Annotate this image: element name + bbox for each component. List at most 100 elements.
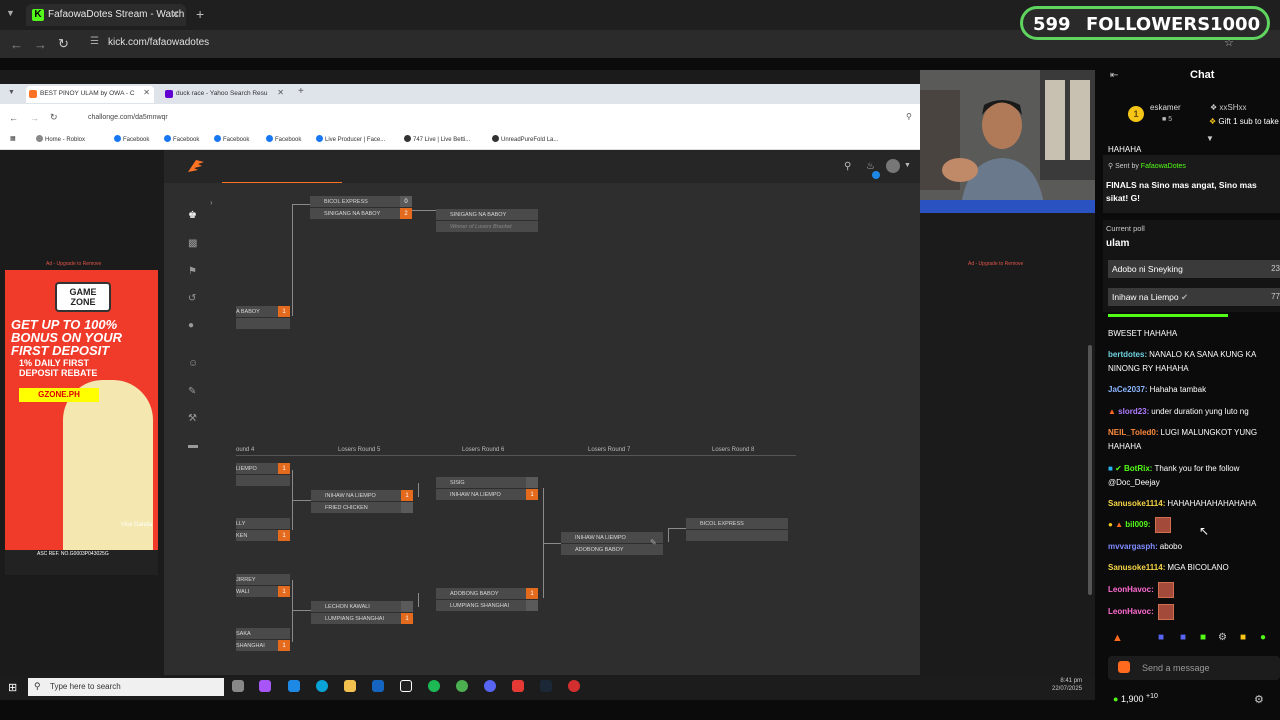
outlook-icon (372, 680, 384, 692)
bookmark-facebook: Facebook (214, 135, 249, 143)
clock-date: 22/07/2025 (1052, 686, 1083, 692)
poll-option[interactable]: Inihaw na Liempo ✔ 77 (1108, 288, 1280, 306)
bracket-slot (236, 475, 290, 487)
emote-icon[interactable]: ■ (1180, 632, 1187, 643)
chat-username: LeonHavoc: (1108, 607, 1154, 617)
inner-tab-challonge: BEST PINOY ULAM by OWA - C ✕ (26, 86, 154, 103)
forward-arrow-icon: → (30, 113, 39, 123)
wrench-icon: ⚒ (188, 413, 197, 424)
kick-favicon-icon: K (32, 9, 44, 21)
site-info-icon[interactable]: ☰ (90, 36, 99, 47)
taskbar-clock: 8:41 pm 22/07/2025 (1052, 677, 1082, 693)
chat-message: NEIL_Toled0:LUGI MALUNGKOT YUNG HAHAHA (1108, 428, 1258, 451)
tab-list-icon[interactable]: ▼ (6, 8, 15, 18)
emote-icon[interactable]: ⚙ (1218, 632, 1227, 643)
chat-message: Sanusoke1114:HAHAHAHAHAHAHAHA (1108, 499, 1257, 508)
inner-url-bar: challonge.com/da5mnwqr (88, 114, 168, 121)
gear-icon[interactable]: ⚙ (1254, 694, 1264, 706)
bracket-slot: BICOL EXPRESS (686, 518, 788, 530)
expand-icon[interactable]: ▼ (1206, 134, 1214, 143)
bracket-slot (686, 530, 788, 542)
bookmark-facebook: Facebook (266, 135, 301, 143)
inner-tab-list-icon: ▼ (8, 89, 15, 96)
emote-icon[interactable]: ■ (1240, 632, 1247, 643)
search-icon: ⚲ (34, 681, 41, 691)
edit-icon: ✎ (188, 386, 197, 397)
pinned-cut-text: HAHAHA (1108, 145, 1142, 154)
webcam-feed (920, 70, 1095, 213)
badge-icon: ▲ (1115, 520, 1123, 530)
quick-emotes-bar[interactable]: ▲ ■ ■ ■ ⚙ ■ ● (1108, 632, 1280, 648)
bracket-slot: LECHON KAWALI (311, 601, 413, 613)
task-view-icon (232, 680, 244, 692)
gifter-name[interactable]: eskamer (1150, 103, 1181, 112)
location-icon: ● (188, 320, 195, 331)
bracket-connector (292, 204, 293, 316)
chat-username: Sanusoke1114: (1108, 563, 1166, 572)
gift-recipient: ❖ xxSHxx (1210, 103, 1247, 112)
chat-message: ▲ slord23:under duration yung luto ng (1108, 407, 1249, 416)
reload-icon[interactable]: ↻ (58, 36, 69, 51)
follower-count: 599 (1033, 14, 1071, 35)
bracket-connector (668, 528, 686, 529)
gifter-badge-icon: ● (1108, 520, 1113, 530)
outer-url-bar[interactable]: kick.com/fafaowadotes (108, 37, 210, 48)
poll-option[interactable]: Adobo ni Sneyking 23 (1108, 260, 1280, 278)
bracket-slot: LLY (236, 518, 290, 530)
emote-icon[interactable]: ● (1260, 632, 1267, 643)
avatar (886, 159, 900, 173)
collapse-chat-icon[interactable]: ⇤ (1110, 70, 1119, 81)
chat-username: Sanusoke1114: (1108, 499, 1166, 508)
ambassador-name: Vice Ganda (120, 522, 152, 528)
bracket-slot: Winner of Losers Bracket (436, 221, 538, 233)
bookmark-roblox: Home - Roblox (36, 135, 85, 143)
bookmark-live-producer: Live Producer | Face... (316, 135, 385, 143)
gift-sub-button[interactable]: ❖ Gift 1 sub to take (1209, 117, 1279, 126)
gifter-count: ■ 5 (1162, 116, 1173, 123)
follower-goal-badge: 599 FOLLOWERS 1000 (1020, 6, 1270, 40)
gamezone-logo: GAME ZONE (55, 282, 111, 312)
bookmark-star-icon[interactable]: ☆ (1224, 37, 1234, 49)
back-arrow-icon[interactable]: ← (10, 37, 23, 52)
history-icon: ↺ (188, 293, 197, 304)
points-icon: ● (1113, 694, 1119, 704)
forward-arrow-icon[interactable]: → (34, 37, 47, 52)
new-tab-icon[interactable]: + (196, 6, 205, 22)
poll-label: Current poll (1106, 224, 1145, 233)
ad-label: Ad - Upgrade to Remove (46, 261, 102, 267)
bracket-slot: LUMPIANG SHANGHAI (436, 600, 538, 612)
channel-points[interactable]: ● 1,900 +10 (1113, 693, 1158, 704)
bot-badge-icon: ■ (1108, 464, 1113, 473)
discord-icon (484, 680, 496, 692)
chat-username: NEIL_Toled0: (1108, 428, 1159, 437)
round-label: Losers Round 6 (462, 447, 505, 453)
emote-icon[interactable]: ▲ (1112, 632, 1123, 644)
follower-goal: 1000 (1210, 14, 1261, 35)
chat-message: Sanusoke1114:MGA BICOLANO (1108, 563, 1229, 572)
emote-icon[interactable]: ■ (1200, 632, 1207, 643)
outer-tab-active[interactable]: K FafaowaDotes Stream - Watch L ✕ (26, 4, 186, 26)
send-message-input[interactable]: Send a message (1108, 656, 1280, 680)
tiktok-icon (400, 680, 412, 692)
ambassador-image (63, 380, 153, 550)
challonge-sidebar: ♚ ▩ ⚑ ↺ ● ☺ ✎ ⚒ ▬ (180, 196, 210, 466)
store-icon (288, 680, 300, 692)
close-tab-icon[interactable]: ✕ (170, 9, 180, 21)
bookmark-facebook: Facebook (114, 135, 149, 143)
spotify-icon (428, 680, 440, 692)
podium-icon: ▩ (188, 238, 198, 249)
chat-username: bertdotes: (1108, 350, 1148, 359)
yahoo-favicon-icon (165, 90, 173, 98)
bracket-connector (292, 610, 311, 611)
chat-message: bertdotes:NANALO KA SANA KUNG KA NINONG … (1108, 350, 1256, 373)
inner-tab-title: duck race - Yahoo Search Resu (176, 90, 268, 97)
emote-icon[interactable]: ■ (1158, 632, 1165, 643)
